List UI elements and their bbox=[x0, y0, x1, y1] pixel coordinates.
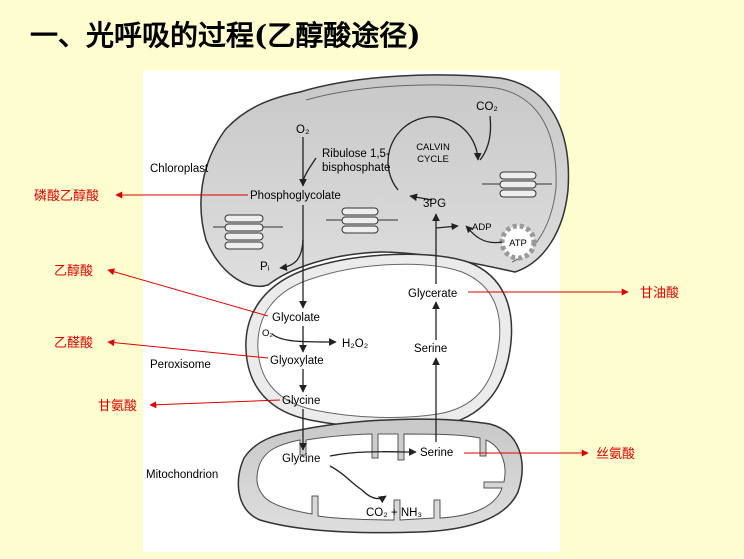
glycine-perox-label: Glycine bbox=[282, 395, 320, 407]
h2o2-label: H₂O₂ bbox=[342, 338, 368, 350]
glycine-mito-label: Glycine bbox=[282, 453, 320, 465]
annotation-phosphoglycolic: 磷酸乙醇酸 bbox=[34, 188, 99, 204]
atp-gear-icon: ATP bbox=[499, 223, 537, 261]
annotation-arrows bbox=[107, 191, 629, 457]
glycerate-label: Glycerate bbox=[408, 288, 457, 300]
phosphoglycolate-label: Phosphoglycolate bbox=[250, 190, 341, 202]
glyoxylate-label: Glyoxylate bbox=[270, 355, 324, 367]
page-title: 一、光呼吸的过程(乙醇酸途径) bbox=[30, 19, 421, 52]
calvin-label-1: CALVIN bbox=[416, 142, 450, 153]
o2-top-label: O₂ bbox=[296, 124, 309, 136]
annotation-glycine: 甘氨酸 bbox=[98, 399, 137, 414]
co2-nh3-label: CO₂ + NH₃ bbox=[366, 507, 422, 519]
pi-label: Pᵢ bbox=[260, 261, 270, 273]
mitochondrion-cristae bbox=[256, 433, 506, 521]
adp-label: ADP bbox=[472, 222, 492, 233]
peroxisome-label: Peroxisome bbox=[150, 359, 211, 371]
glycolate-label: Glycolate bbox=[272, 312, 320, 324]
calvin-label-2: CYCLE bbox=[417, 154, 449, 165]
calvin-cycle-arc bbox=[387, 116, 482, 191]
thylakoid-stack-3 bbox=[482, 171, 552, 198]
serine-mito-label: Serine bbox=[420, 447, 453, 459]
chloroplast-label: Chloroplast bbox=[150, 163, 209, 175]
co2-top-label: CO₂ bbox=[476, 101, 498, 113]
annotation-glycolic: 乙醇酸 bbox=[54, 263, 93, 279]
thylakoid-stack-1 bbox=[213, 214, 283, 250]
3pg-label: 3PG bbox=[423, 198, 446, 210]
rubp-label-1: Ribulose 1,5- bbox=[322, 148, 390, 160]
annotation-glyoxylic: 乙醛酸 bbox=[54, 335, 93, 351]
mitochondrion-label: Mitochondrion bbox=[146, 469, 218, 481]
rubp-label-2: bisphosphate bbox=[322, 162, 390, 174]
annotation-serine: 丝氨酸 bbox=[596, 447, 635, 462]
thylakoid-stack-2 bbox=[326, 207, 398, 234]
o2-perox-label: O₂ bbox=[262, 328, 273, 339]
atp-label: ATP bbox=[509, 238, 527, 249]
serine-perox-label: Serine bbox=[414, 343, 447, 355]
flow-arrows bbox=[271, 137, 440, 504]
annotation-glyceric: 甘油酸 bbox=[640, 286, 679, 301]
